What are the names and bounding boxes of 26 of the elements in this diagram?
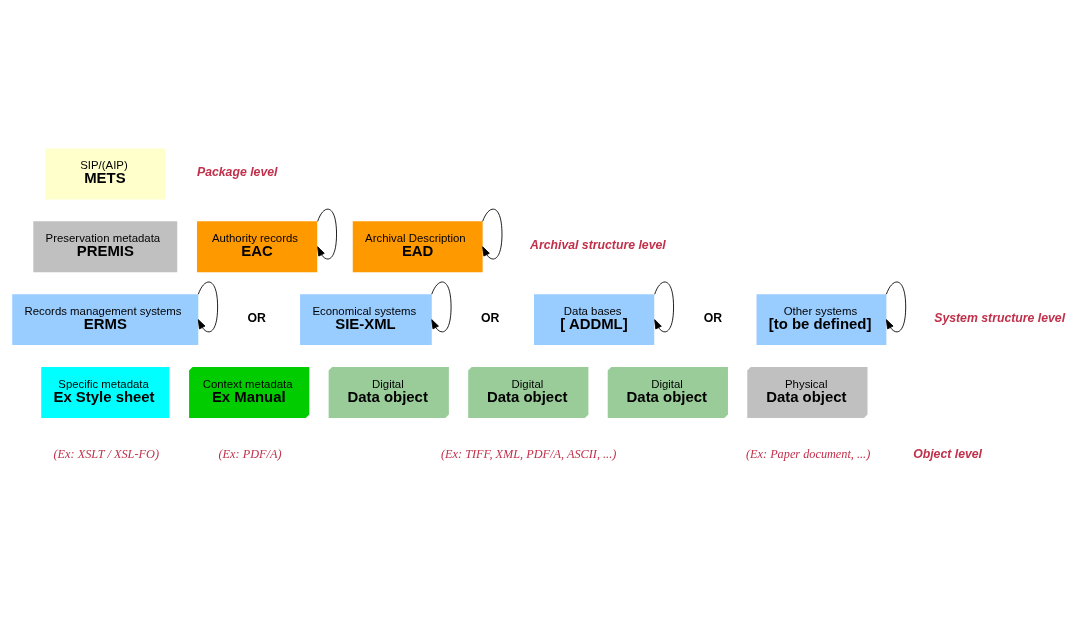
- node-label: (Ex: TIFF, XML, PDF/A, ASCII, ...): [440, 446, 617, 461]
- node-box: Specific metadata Ex Style sheet: [41, 366, 170, 418]
- arrow: [482, 208, 503, 259]
- node-box: Archival Description EAD: [352, 220, 483, 272]
- node-box: Other systems [to be defined]: [756, 293, 887, 345]
- label: Object level: [913, 446, 983, 461]
- node-label: (Ex: PDF/A): [218, 446, 282, 461]
- label: OR: [247, 310, 266, 325]
- label: OR: [480, 310, 500, 325]
- arrow: [885, 281, 907, 332]
- label: Package level: [196, 164, 278, 179]
- node-box: Preservation metadata PREMIS: [33, 220, 178, 272]
- node-box: Data bases [ ADDML]: [534, 293, 655, 345]
- label: System structure level: [934, 310, 1066, 325]
- arrow: [654, 281, 674, 332]
- arrow: [197, 281, 219, 332]
- label: OR: [703, 310, 723, 325]
- arrow: [317, 208, 337, 259]
- node-box: SIP/(AIP) METS: [45, 148, 166, 199]
- node-label: (Ex: XSLT / XSL-FO): [53, 446, 159, 461]
- node-box: Economical systems SIE-XML: [300, 293, 432, 345]
- node-label: (Ex: Paper document, ...): [745, 446, 871, 461]
- label: Archival structure level: [530, 237, 666, 252]
- arrow: [431, 281, 452, 332]
- node-box: Records management systems ERMS: [12, 293, 199, 345]
- node-box: Authority records EAC: [197, 220, 318, 272]
